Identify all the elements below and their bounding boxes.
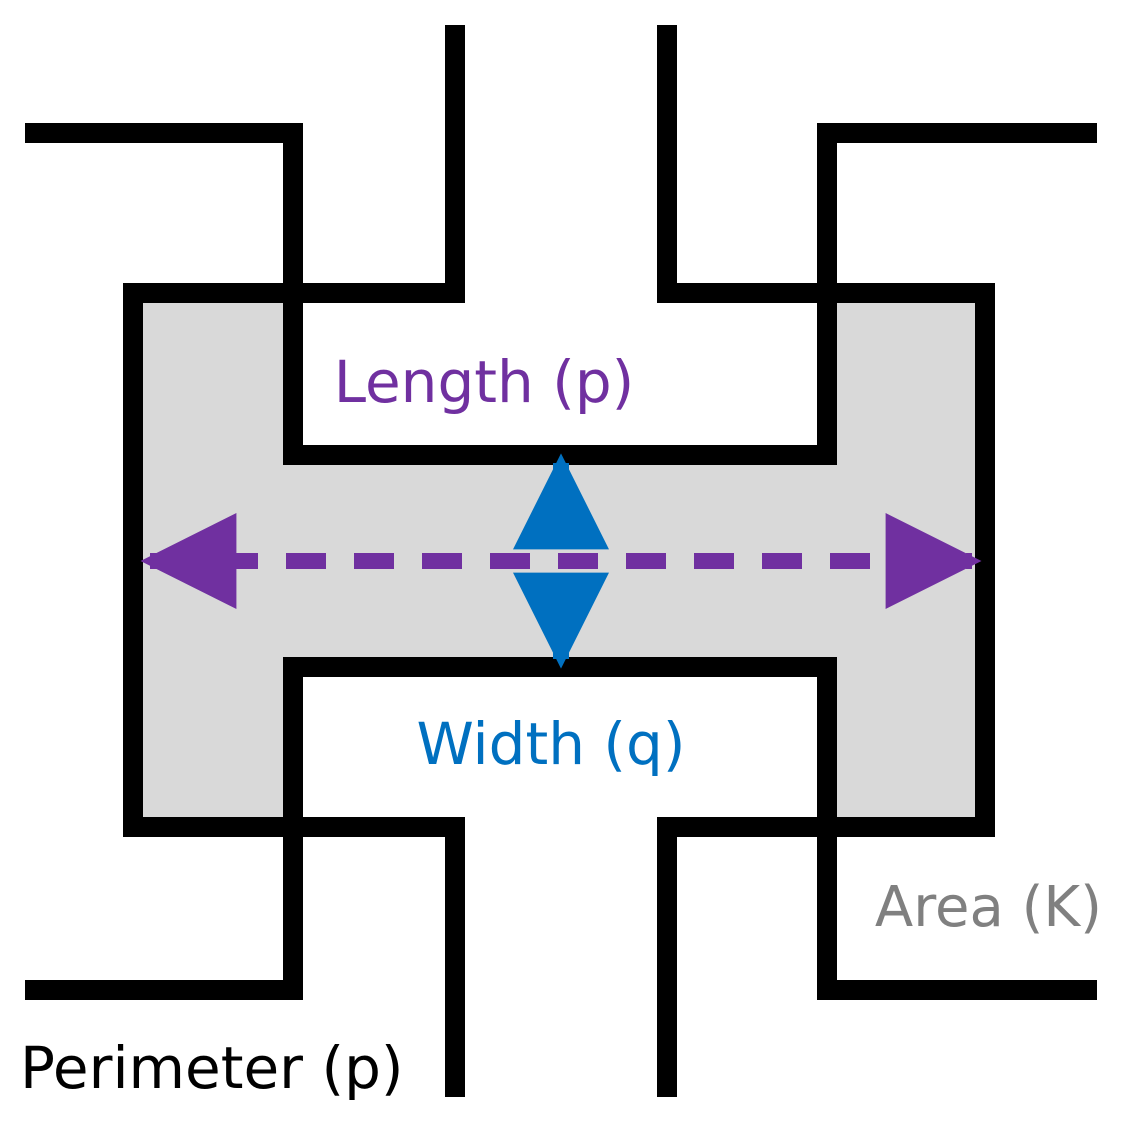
wire-top-center-right — [657, 25, 827, 303]
outline-right — [827, 283, 995, 837]
wire-bottom-right — [817, 827, 1097, 1000]
wire-bottom-center-left — [293, 817, 465, 1097]
perimeter-lines — [25, 25, 1097, 1097]
width-label: Width (q) — [416, 710, 685, 778]
wire-top-center-left — [293, 25, 465, 303]
wire-top-right — [817, 123, 1097, 293]
wire-bottom-left — [25, 827, 303, 1000]
perimeter-label: Perimeter (p) — [20, 1034, 404, 1102]
wire-top-left — [25, 123, 303, 293]
area-label: Area (K) — [875, 875, 1102, 940]
length-label: Length (p) — [334, 348, 635, 416]
wire-bottom-center-right — [657, 817, 827, 1097]
outline-left — [123, 283, 293, 837]
